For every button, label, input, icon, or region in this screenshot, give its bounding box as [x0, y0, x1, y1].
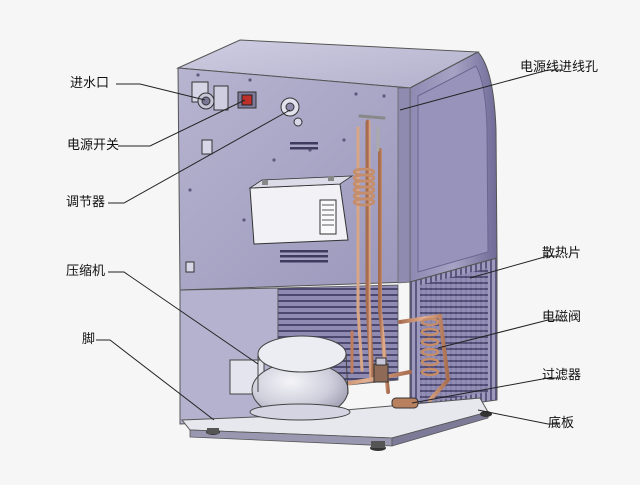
leader-solenoid [437, 319, 560, 349]
drain-fitting [201, 139, 213, 155]
label-cord-hole: 电源线进线孔 [520, 60, 599, 75]
leader-power-switch [118, 99, 246, 147]
label-foot: 脚 [82, 332, 96, 347]
label-compressor: 压缩机 [66, 264, 106, 279]
label-solenoid-valve: 电磁阀 [542, 310, 582, 325]
leader-filter [411, 377, 560, 404]
leader-regulator [108, 109, 291, 204]
solenoid-valve [373, 357, 389, 383]
condenser-coil [420, 317, 440, 377]
label-base-plate: 底板 [548, 416, 575, 431]
label-water-inlet: 进水口 [70, 76, 110, 91]
filter-drier [391, 397, 419, 409]
leader-base-plate [477, 409, 560, 425]
power-switch [237, 91, 257, 109]
leader-heat-sink [469, 255, 560, 279]
capillary-coil [352, 167, 376, 207]
leader-cord-hole [399, 69, 562, 111]
water-inlet-fitting [191, 81, 229, 111]
label-filter: 过滤器 [542, 368, 582, 383]
label-heat-sink: 散热片 [542, 246, 582, 261]
leader-foot [96, 339, 215, 421]
electrical-box [248, 175, 354, 245]
compressor [229, 335, 351, 421]
leader-water-inlet [116, 83, 206, 101]
regulator-knob [280, 97, 303, 127]
label-power-switch: 电源开关 [67, 138, 120, 153]
feet [206, 411, 492, 451]
leader-compressor [108, 271, 259, 365]
leader-lines [96, 69, 562, 425]
label-regulator: 调节器 [66, 195, 106, 210]
